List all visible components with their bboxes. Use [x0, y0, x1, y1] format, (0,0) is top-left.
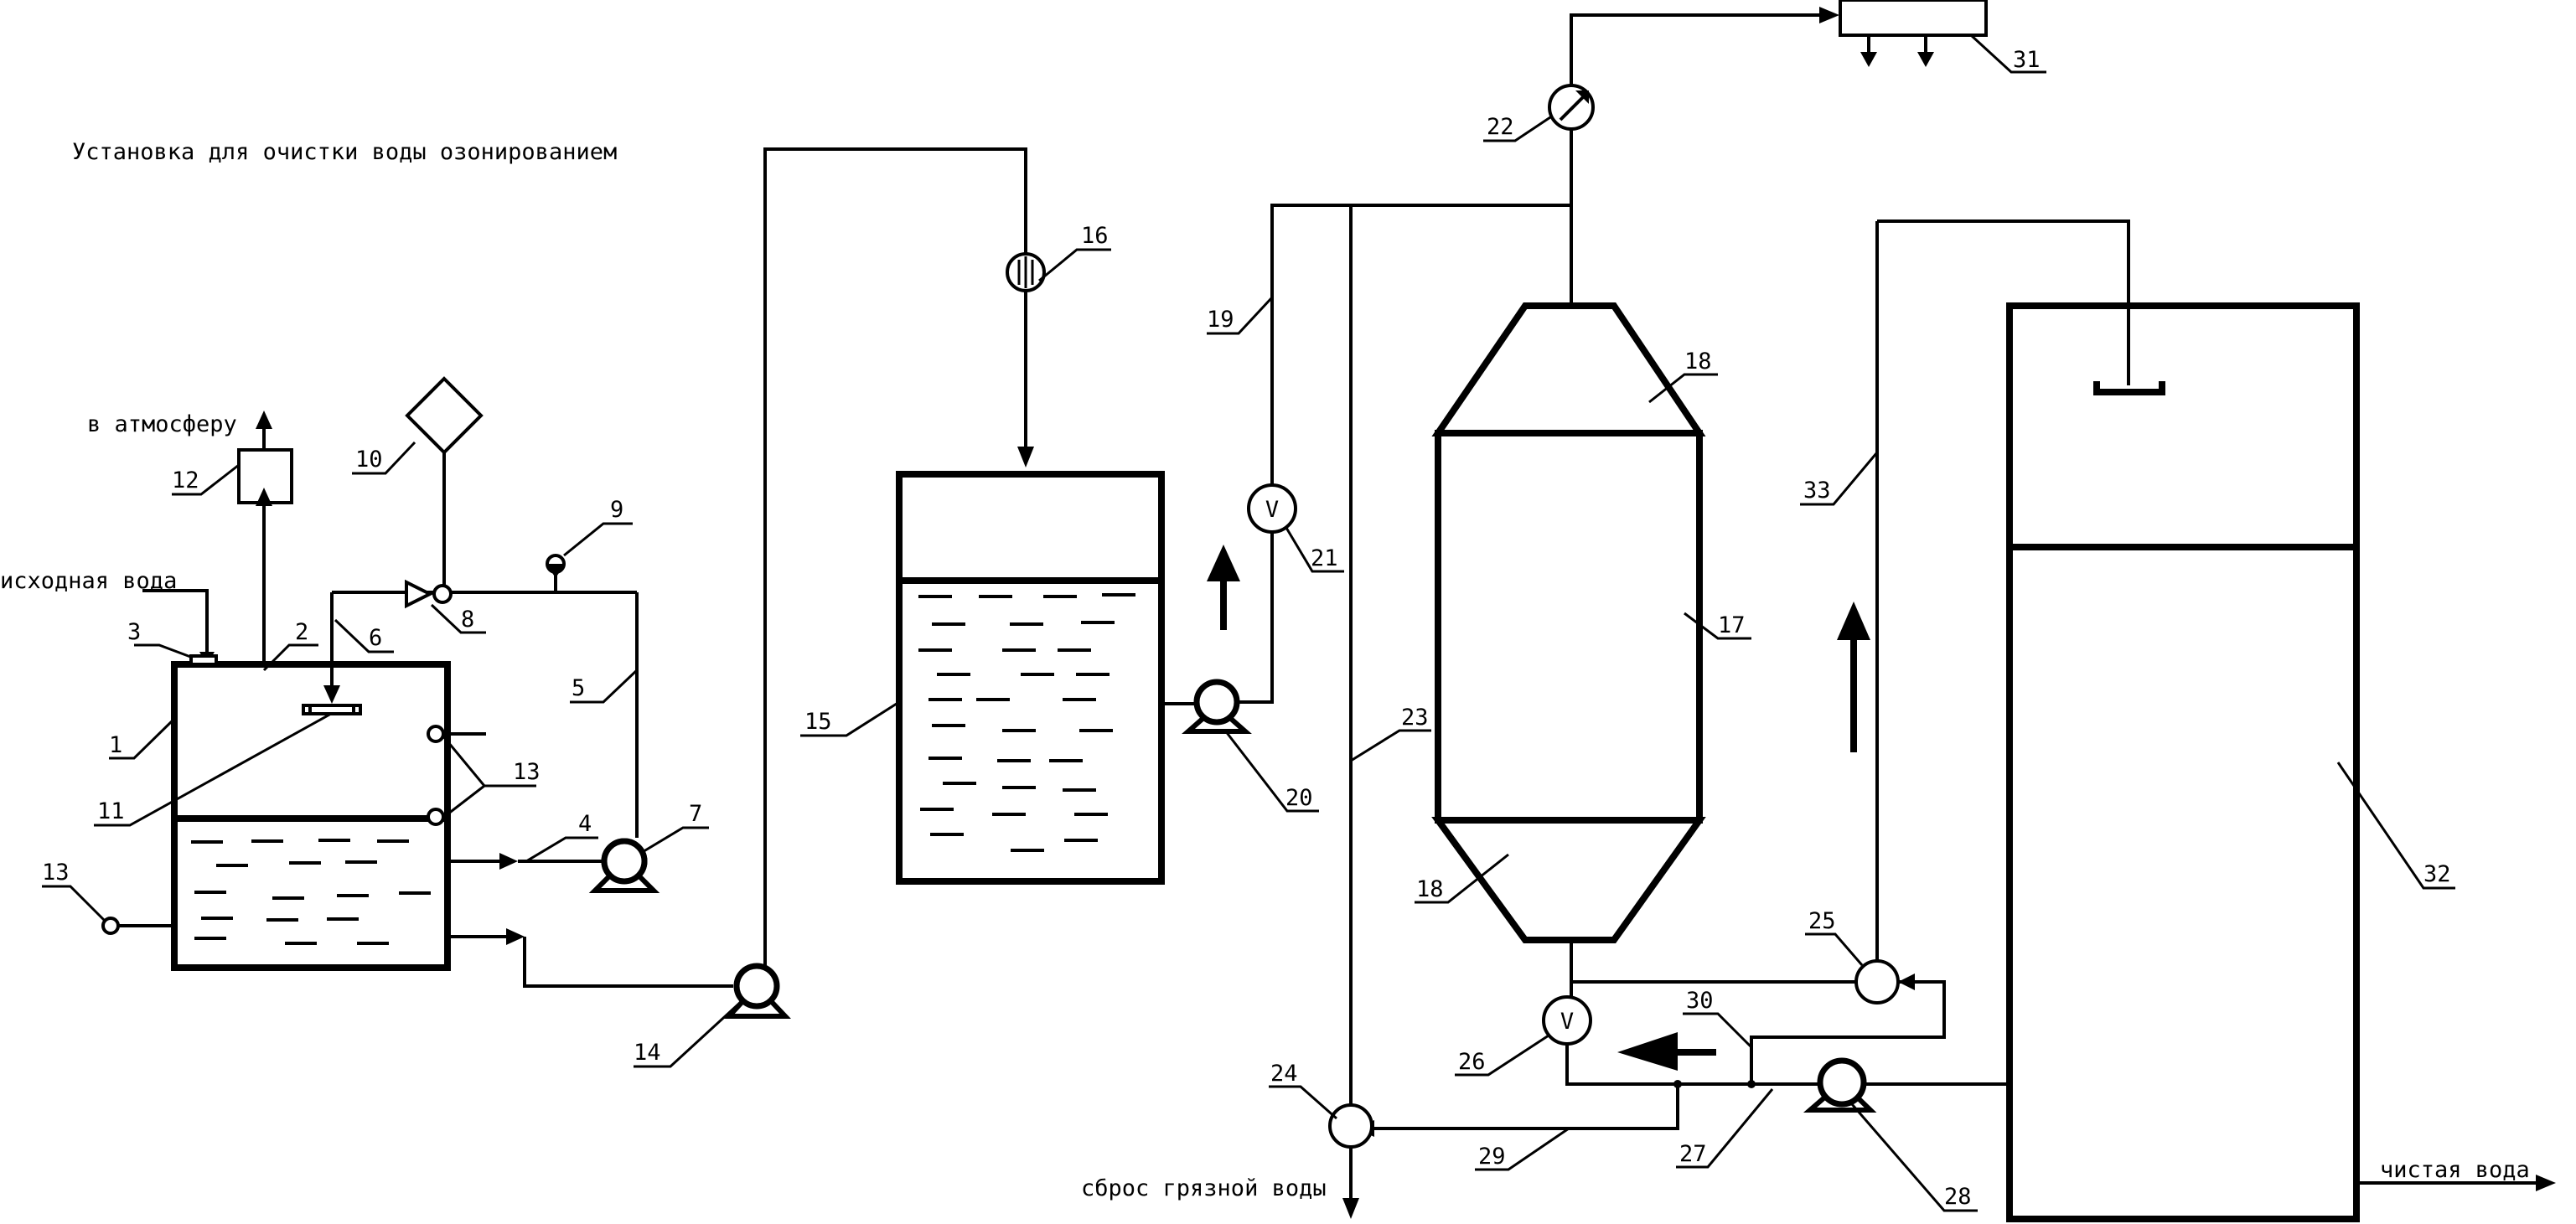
label-6: 6	[369, 625, 382, 651]
feed-line	[447, 147, 1046, 1019]
label-30: 30	[1686, 988, 1714, 1014]
label-12: 12	[172, 467, 199, 493]
label-5: 5	[572, 675, 585, 701]
ozone-destructor	[1839, 0, 1988, 67]
valve-icon	[1854, 959, 1900, 1005]
ozone-generator-icon	[405, 376, 484, 455]
contact-tank	[896, 471, 1165, 885]
arrow-up-icon	[1837, 602, 1870, 752]
label-28: 28	[1944, 1184, 1972, 1210]
level-sensor-icon	[427, 808, 445, 826]
water-level-dashes	[191, 839, 431, 945]
label-22: 22	[1487, 114, 1514, 140]
labels: 1 2 3 4 5 6 7 8 9 10 11 12	[42, 34, 2455, 1212]
distributor-icon	[302, 704, 362, 715]
clean-water-tank	[2006, 302, 2556, 1222]
label-27: 27	[1679, 1141, 1707, 1167]
ozone-supply	[323, 376, 639, 838]
diagram-title: Установка для очистки воды озонированием	[72, 139, 617, 165]
label-15: 15	[804, 709, 832, 735]
valve-icon	[1328, 1103, 1373, 1149]
label-19: 19	[1207, 307, 1234, 333]
label-31: 31	[2013, 47, 2041, 73]
pump-icon	[588, 838, 660, 893]
check-valve-icon	[405, 579, 434, 609]
sorption-column	[1431, 302, 1706, 943]
label-26: 26	[1458, 1049, 1486, 1075]
caption-atmosphere: в атмосферу	[87, 411, 237, 437]
vent-line	[237, 411, 293, 664]
valve-icon	[432, 584, 453, 604]
label-7: 7	[689, 801, 702, 827]
label-13-right: 13	[513, 759, 541, 785]
label-23: 23	[1401, 705, 1429, 731]
label-29: 29	[1478, 1144, 1506, 1170]
label-17: 17	[1718, 612, 1746, 638]
label-4: 4	[578, 811, 592, 837]
label-10: 10	[355, 447, 383, 473]
transfer-line: V	[1161, 7, 1839, 1219]
storage-tank	[171, 661, 451, 971]
water-level-dashes	[918, 593, 1135, 852]
level-sensor-icon	[427, 725, 445, 743]
label-16: 16	[1081, 223, 1109, 249]
recirculation-line	[447, 838, 660, 893]
valve-icon	[1247, 483, 1297, 534]
pump-icon	[723, 963, 791, 1019]
label-20: 20	[1285, 785, 1313, 811]
label-3: 3	[127, 619, 141, 645]
label-33: 33	[1803, 478, 1831, 504]
valve-symbol: V	[1560, 1009, 1574, 1035]
source-water-inlet	[142, 589, 218, 666]
label-11: 11	[97, 798, 125, 824]
label-32: 32	[2423, 861, 2451, 887]
label-24: 24	[1270, 1061, 1298, 1087]
backwash-piping: V	[1328, 219, 2165, 1149]
arrow-up-icon	[1207, 545, 1240, 630]
label-18-bottom: 18	[1416, 876, 1444, 902]
pump-icon	[1803, 1057, 1877, 1113]
label-9: 9	[610, 497, 623, 523]
label-14: 14	[634, 1040, 661, 1066]
label-8: 8	[461, 607, 474, 633]
label-1: 1	[109, 732, 122, 758]
label-2: 2	[295, 619, 308, 645]
label-18-top: 18	[1684, 349, 1712, 374]
caption-dirty-water-discharge: сброс грязной воды	[1081, 1175, 1327, 1201]
label-25: 25	[1808, 908, 1836, 934]
label-13-left: 13	[42, 860, 70, 886]
valve-symbol: V	[1265, 497, 1279, 523]
pump-icon	[1182, 679, 1252, 734]
caption-clean-water: чистая вода	[2380, 1157, 2530, 1183]
label-21: 21	[1311, 545, 1338, 571]
